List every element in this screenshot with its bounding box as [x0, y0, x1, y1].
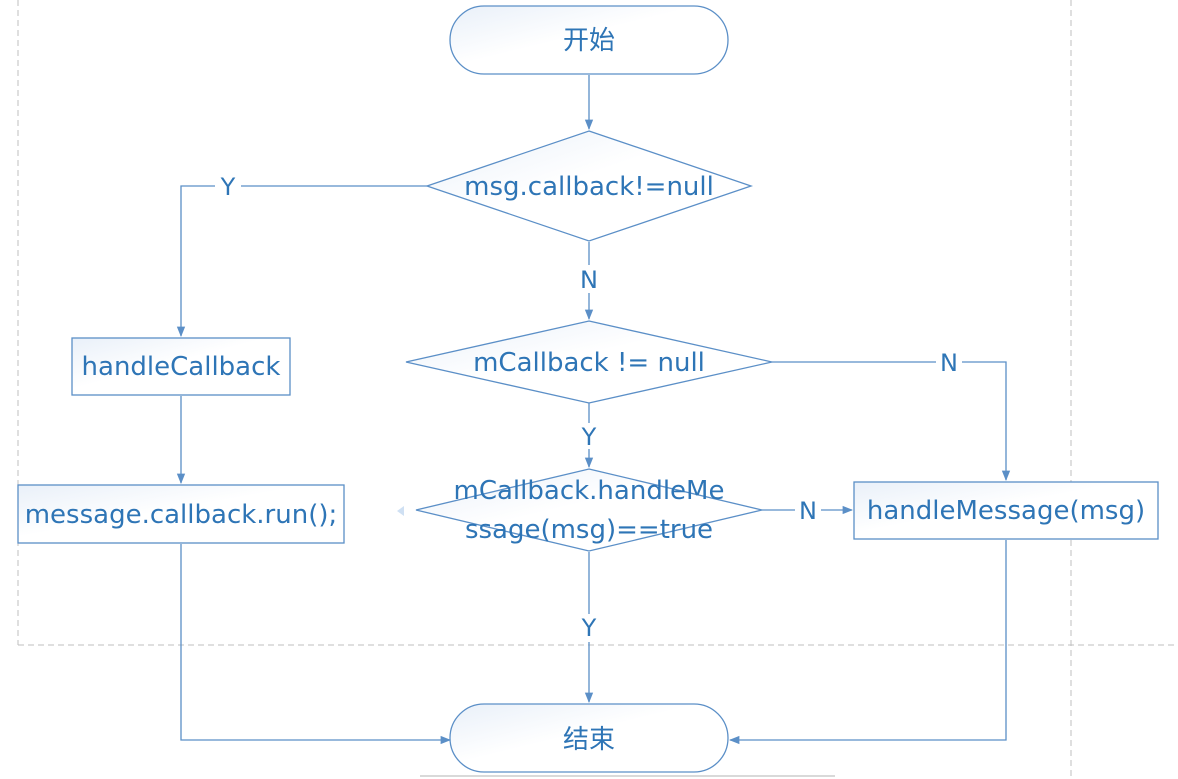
- end-label: 结束: [563, 725, 615, 755]
- decision-mcallback[interactable]: mCallback != null: [405, 320, 773, 404]
- edge-decision2-no: [772, 361, 1011, 482]
- edge-handlemessage-to-end: [728, 540, 1007, 745]
- decision-handle-message[interactable]: mCallback.handleMe ssage(msg)==true: [415, 468, 763, 552]
- edge-label-decision1-yes: Y: [220, 173, 236, 201]
- process-handle-callback[interactable]: handleCallback: [71, 337, 291, 396]
- edge-run-to-end: [180, 544, 452, 745]
- edge-label-bg-yes2: [576, 423, 602, 449]
- edge-label-bg-no2: [936, 349, 962, 375]
- stray-marker: [397, 506, 404, 516]
- process-message-callback-run[interactable]: message.callback.run();: [17, 484, 345, 544]
- start-terminal[interactable]: 开始: [449, 5, 729, 75]
- decision-mcallback-label: mCallback != null: [473, 348, 705, 378]
- edge-label-bg-no3: [795, 497, 821, 523]
- start-label: 开始: [563, 26, 615, 56]
- edge-label-bg-no1: [576, 265, 602, 293]
- decision-handle-message-line2: ssage(msg)==true: [465, 515, 713, 545]
- process-message-callback-run-label: message.callback.run();: [25, 500, 338, 530]
- decision-msg-callback-label: msg.callback!=null: [464, 172, 714, 202]
- edge-label-bg-yes1: [215, 173, 241, 199]
- edge-decision1-yes: [176, 185, 427, 338]
- edge-label-decision1-no: N: [580, 266, 598, 294]
- edge-label-decision2-yes: Y: [581, 423, 597, 451]
- edge-label-bg-yes3: [576, 614, 602, 642]
- edge-label-decision2-no: N: [940, 349, 958, 377]
- end-terminal[interactable]: 结束: [449, 703, 729, 773]
- decision-handle-message-line1: mCallback.handleMe: [454, 476, 725, 506]
- process-handle-callback-label: handleCallback: [82, 352, 281, 382]
- process-handle-message-label: handleMessage(msg): [867, 496, 1145, 526]
- edge-label-decision3-yes: Y: [581, 614, 597, 642]
- edge-label-decision3-no: N: [799, 497, 817, 525]
- decision-msg-callback[interactable]: msg.callback!=null: [424, 130, 754, 242]
- process-handle-message[interactable]: handleMessage(msg): [853, 481, 1159, 540]
